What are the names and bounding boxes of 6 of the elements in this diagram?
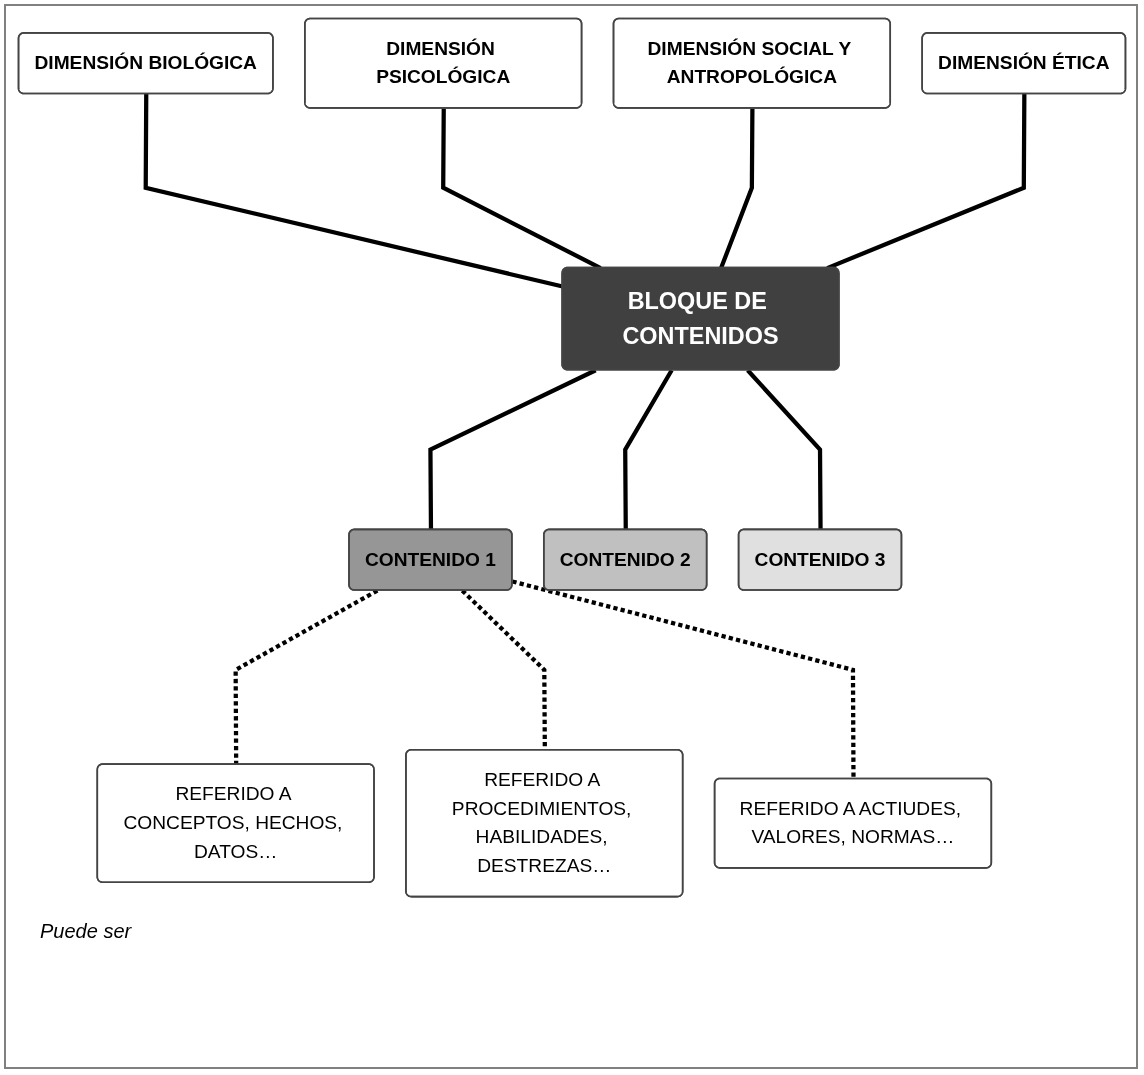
connector xyxy=(746,368,823,530)
connector xyxy=(623,369,674,530)
connector xyxy=(719,108,755,269)
note-text: Puede ser xyxy=(40,920,132,943)
connector xyxy=(511,579,856,779)
connector xyxy=(428,368,597,530)
